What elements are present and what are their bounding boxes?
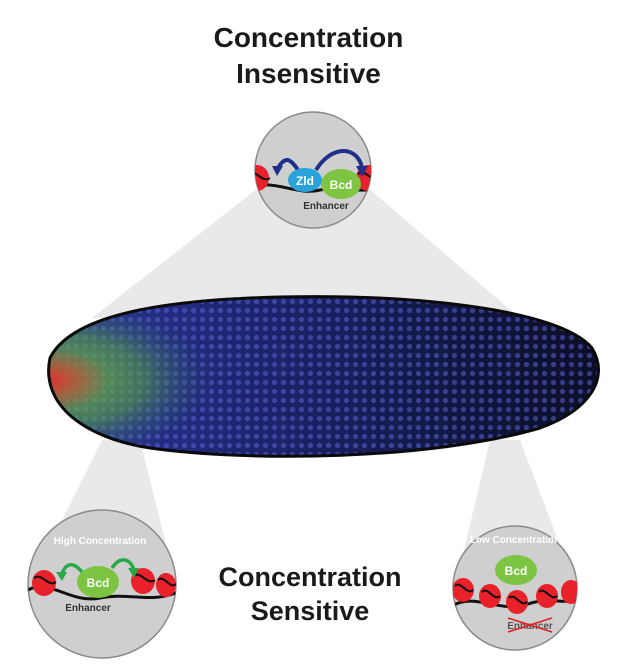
high-concentration-heading: High Concentration (54, 536, 147, 547)
title-top-line2: Insensitive (236, 58, 381, 89)
enhancer-label-crossed: Enhancer (507, 621, 553, 632)
blue-arrow (276, 158, 300, 172)
bcd-protein (77, 566, 119, 598)
arrow-head (56, 572, 67, 581)
title-bottom-line2: Sensitive (250, 596, 370, 626)
arrow-head (356, 166, 368, 177)
bcd-label: Bcd (330, 178, 353, 192)
embryo (47, 295, 600, 458)
zld-protein (288, 168, 322, 192)
enhancer-label: Enhancer (65, 603, 111, 614)
bcd-label: Bcd (505, 564, 528, 578)
low-concentration-heading: Low Concentration (470, 535, 561, 546)
nucleosome (536, 584, 558, 608)
bcd-protein (321, 169, 361, 199)
zld-label: Zld (296, 174, 314, 188)
green-arrow (60, 563, 84, 575)
top-inset: Zld Bcd Enhancer (254, 111, 372, 229)
arrow-head (128, 568, 139, 578)
nucleosome (506, 590, 528, 614)
enhancer-label: Enhancer (303, 201, 349, 212)
green-arrow (110, 558, 136, 571)
top-callout-cone (92, 188, 520, 318)
cross-out-line (507, 617, 553, 633)
nucleosome (255, 165, 269, 191)
title-bottom-line1: Concentration (218, 562, 402, 592)
nucleosome (561, 580, 577, 604)
bcd-protein (495, 555, 537, 585)
nucleosome (479, 584, 501, 608)
bcd-label: Bcd (87, 576, 110, 590)
title-top-line1: Concentration (213, 22, 404, 53)
blue-arrow (314, 149, 364, 172)
left-inset: High Concentration Bcd Enhancer (27, 509, 177, 659)
arrow-head (272, 166, 283, 176)
right-inset: Low Concentration Bcd Enhancer (452, 525, 578, 651)
